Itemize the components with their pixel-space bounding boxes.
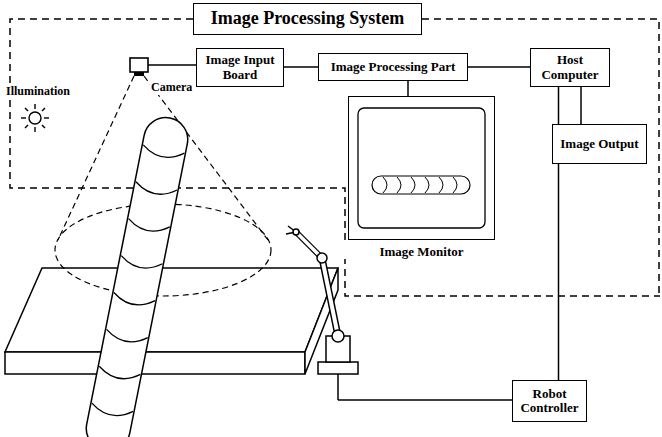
box-label: Image Output bbox=[556, 135, 642, 153]
monitor-box: Image Monitor bbox=[348, 96, 495, 240]
connector bbox=[581, 87, 582, 124]
camera-label: Camera bbox=[150, 80, 193, 95]
camera-symbol bbox=[130, 58, 196, 76]
process-box: Host Computer bbox=[530, 48, 610, 87]
box-label: Robot Controller bbox=[513, 385, 586, 418]
box-label: Image Processing System bbox=[207, 7, 409, 31]
illumination-symbol bbox=[21, 104, 49, 132]
process-box: Robot Controller bbox=[512, 380, 587, 422]
connector bbox=[408, 81, 409, 96]
robot-arm bbox=[286, 226, 512, 400]
connector bbox=[284, 67, 318, 68]
title-box: Image Processing System bbox=[193, 3, 422, 35]
box-label: Host Computer bbox=[531, 51, 609, 84]
process-box: Image Processing Part bbox=[318, 53, 468, 81]
monitor-screen bbox=[358, 108, 485, 228]
weld-bead bbox=[82, 114, 191, 437]
process-box: Image Output bbox=[552, 124, 647, 164]
box-label: Image Processing Part bbox=[327, 58, 460, 76]
workpiece-plate bbox=[5, 268, 338, 374]
box-label: Image Monitor bbox=[339, 245, 504, 259]
connector bbox=[468, 67, 530, 68]
box-label: Image Input Board bbox=[197, 51, 283, 84]
process-box: Image Input Board bbox=[196, 48, 284, 87]
system-boundary bbox=[10, 19, 660, 296]
illumination-label: Illumination bbox=[5, 84, 71, 99]
